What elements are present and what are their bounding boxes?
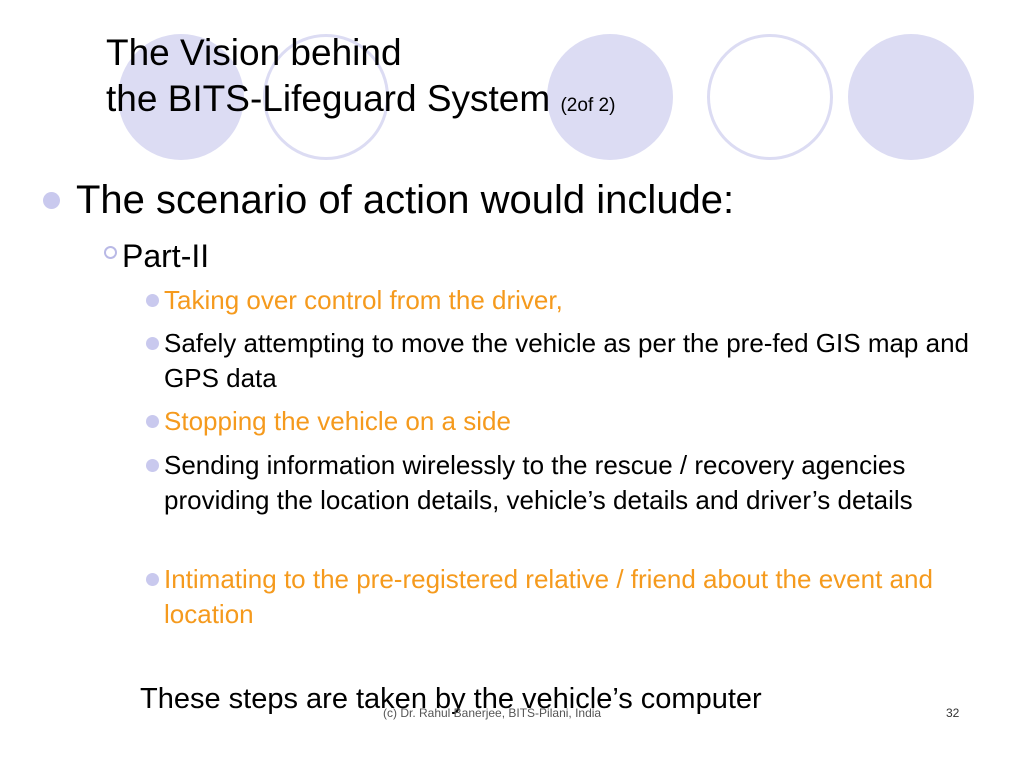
list-item: Intimating to the pre-registered relativ… [164, 564, 933, 629]
item-bullet-icon [146, 294, 159, 307]
list-item: Safely attempting to move the vehicle as… [164, 328, 969, 393]
footer-credit: (c) Dr. Rahul Banerjee, BITS-Pilani, Ind… [383, 706, 602, 720]
section-heading: The scenario of action would include: [76, 178, 735, 222]
decor-circle-2 [263, 34, 389, 160]
decor-circle-1 [118, 34, 244, 160]
item-bullet-icon [146, 415, 159, 428]
decor-circle-5 [848, 34, 974, 160]
item-bullet-icon [146, 337, 159, 350]
summary-text: These steps are taken by the vehicle’s c… [140, 683, 762, 715]
title-line-1: The Vision behind [106, 32, 402, 73]
slide-number: 32 [946, 706, 960, 720]
subheading-bullet-icon [104, 246, 117, 259]
list-item: Taking over control from the driver, [164, 285, 563, 315]
title-line-2: the BITS-Lifeguard System [106, 78, 551, 119]
subheading: Part-II [122, 238, 210, 274]
item-bullet-icon [146, 459, 159, 472]
slide-title: The Vision behind the BITS-Lifeguard Sys… [106, 30, 615, 129]
title-part-indicator: (2of 2) [560, 95, 616, 116]
heading-bullet-icon [43, 192, 60, 209]
list-item: Sending information wirelessly to the re… [164, 450, 913, 515]
list-item: Stopping the vehicle on a side [164, 406, 511, 436]
decor-circle-4 [707, 34, 833, 160]
item-bullet-icon [146, 573, 159, 586]
decor-circle-3 [547, 34, 673, 160]
